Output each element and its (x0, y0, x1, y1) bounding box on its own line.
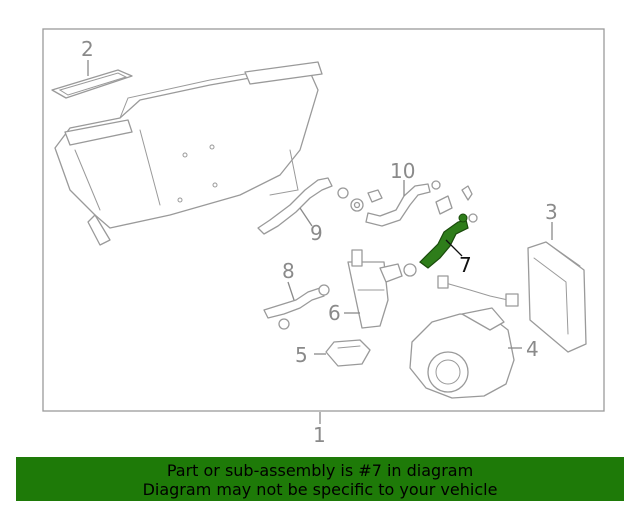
part-2-duct-seal (51, 69, 133, 99)
callout-5: 5 (295, 343, 308, 367)
banner-line-2: Diagram may not be specific to your vehi… (142, 480, 498, 499)
callout-7: 7 (459, 253, 472, 277)
part-3-heater-core (527, 241, 587, 353)
part-7-highlighted-pipe (419, 213, 469, 269)
callout-10: 10 (390, 159, 415, 183)
leader-8 (287, 281, 295, 301)
callout-8: 8 (282, 259, 295, 283)
parts-diagram: 2 3 4 5 6 7 8 9 10 1 (42, 28, 605, 447)
part-10-heater-pipe (365, 180, 478, 227)
part-8-hose (263, 284, 330, 330)
leader-7 (445, 239, 463, 257)
part-1-hvac-case (54, 61, 323, 246)
part-9-heater-hose (257, 177, 364, 235)
part-6-valve (347, 249, 417, 329)
wiring-harness (437, 275, 519, 307)
callout-3: 3 (545, 200, 558, 224)
leader-9 (299, 207, 313, 227)
part-4-blower-motor (409, 307, 515, 399)
diagram-frame (42, 28, 605, 412)
part-5-module (325, 339, 371, 367)
callout-9: 9 (310, 221, 323, 245)
callout-4: 4 (526, 337, 539, 361)
info-banner: Part or sub-assembly is #7 in diagram Di… (16, 457, 624, 501)
callout-2: 2 (81, 37, 94, 61)
callout-1: 1 (313, 423, 326, 447)
callout-6: 6 (328, 301, 341, 325)
banner-line-1: Part or sub-assembly is #7 in diagram (166, 461, 474, 480)
